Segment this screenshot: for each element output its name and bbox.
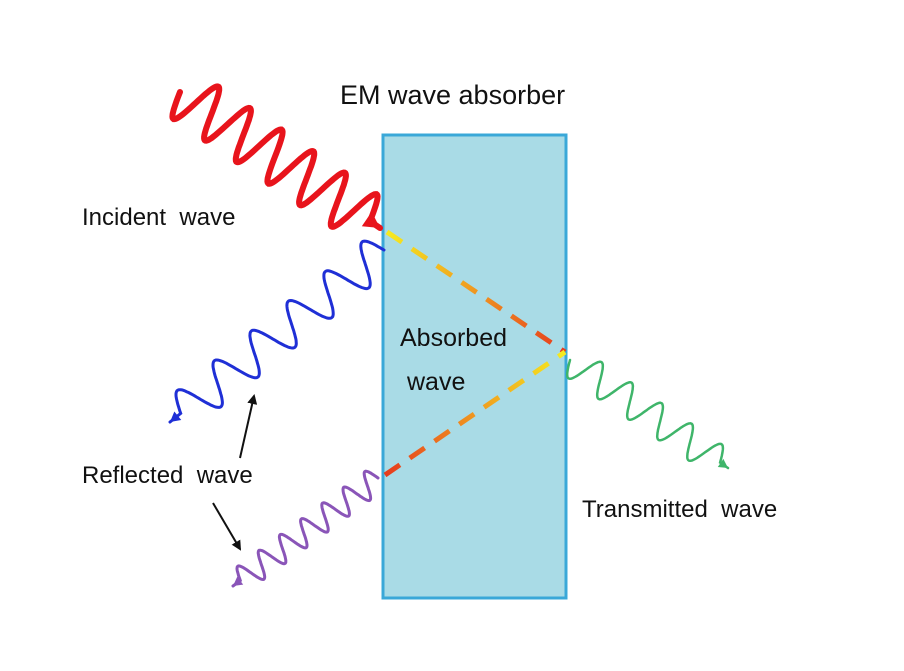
absorbed-path-lower [383, 349, 567, 478]
reflected-wave-upper [168, 239, 386, 424]
transmitted-wave [565, 358, 730, 470]
transmitted-wave-arrowhead [717, 458, 728, 468]
incident-wave [169, 83, 383, 231]
transmitted-wave-label: Transmitted wave [582, 496, 777, 523]
incident-wave-arrowhead [361, 211, 380, 228]
absorbed-path-upper [385, 229, 567, 355]
absorbed-wave-label-1: Absorbed [400, 324, 507, 352]
pointer-arrow-lower [212, 502, 242, 551]
reflected-wave-upper-arrowhead [170, 411, 182, 422]
pointer-arrow-upper [239, 394, 258, 459]
reflected-wave-lower-arrowhead [233, 576, 244, 586]
absorbed-wave-label-2: wave [406, 368, 465, 396]
title: EM wave absorber [340, 80, 565, 110]
absorber-slab [381, 133, 568, 600]
reflected-wave-lower [231, 469, 380, 588]
incident-wave-label: Incident wave [82, 204, 235, 231]
reflected-wave-label: Reflected wave [82, 462, 253, 489]
